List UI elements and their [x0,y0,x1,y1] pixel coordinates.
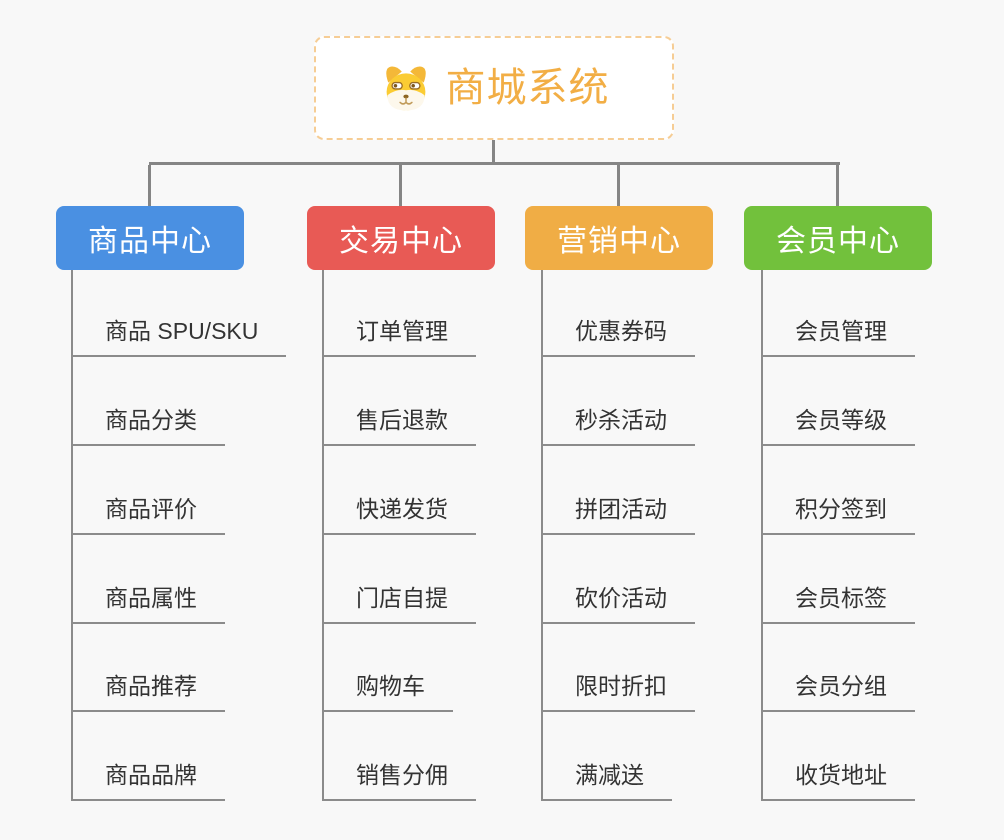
leaf-node[interactable]: 优惠券码 [541,312,695,357]
branch-spine-product [71,270,73,801]
branch-label: 会员中心 [776,225,900,258]
dog-face-icon [385,65,426,110]
leaf-node[interactable]: 商品推荐 [71,667,225,712]
connector-horizontal-bus [149,162,840,165]
connector-root-stem [492,140,495,164]
leaf-node[interactable]: 拼团活动 [541,490,695,535]
branch-label: 营销中心 [557,225,681,258]
branch-spine-member [761,270,763,801]
leaf-node[interactable]: 门店自提 [322,579,476,624]
leaf-node[interactable]: 积分签到 [761,490,915,535]
branch-node-trade-center[interactable]: 交易中心 [307,206,495,270]
connector-drop-trade [399,165,402,206]
leaf-node[interactable]: 订单管理 [322,312,476,357]
leaf-node[interactable]: 商品 SPU/SKU [71,312,287,357]
leaf-node[interactable]: 快递发货 [322,490,476,535]
leaf-node[interactable]: 会员等级 [761,401,915,446]
branch-spine-marketing [541,270,543,801]
leaf-node[interactable]: 购物车 [322,667,453,712]
leaf-node[interactable]: 秒杀活动 [541,401,695,446]
branch-node-marketing-center[interactable]: 营销中心 [525,206,713,270]
branch-node-product-center[interactable]: 商品中心 [56,206,244,270]
branch-spine-trade [322,270,324,801]
leaf-node[interactable]: 商品评价 [71,490,225,535]
branch-node-member-center[interactable]: 会员中心 [744,206,932,270]
leaf-node[interactable]: 收货地址 [761,756,915,801]
connector-drop-member [836,165,839,206]
leaf-node[interactable]: 砍价活动 [541,579,695,624]
root-node[interactable]: 商城系统 [314,36,674,140]
leaf-node[interactable]: 商品分类 [71,401,225,446]
leaf-node[interactable]: 商品品牌 [71,756,225,801]
leaf-node[interactable]: 会员管理 [761,312,915,357]
root-node-label: 商城系统 [445,66,610,110]
branch-label: 交易中心 [339,225,463,258]
leaf-node[interactable]: 会员分组 [761,667,915,712]
leaf-node[interactable]: 销售分佣 [322,756,476,801]
leaf-node[interactable]: 商品属性 [71,579,225,624]
leaf-node[interactable]: 限时折扣 [541,667,695,712]
leaf-node[interactable]: 满减送 [541,756,672,801]
leaf-node[interactable]: 会员标签 [761,579,915,624]
connector-drop-marketing [617,165,620,206]
connector-drop-product [148,165,151,206]
leaf-node[interactable]: 售后退款 [322,401,476,446]
branch-label: 商品中心 [88,225,212,258]
